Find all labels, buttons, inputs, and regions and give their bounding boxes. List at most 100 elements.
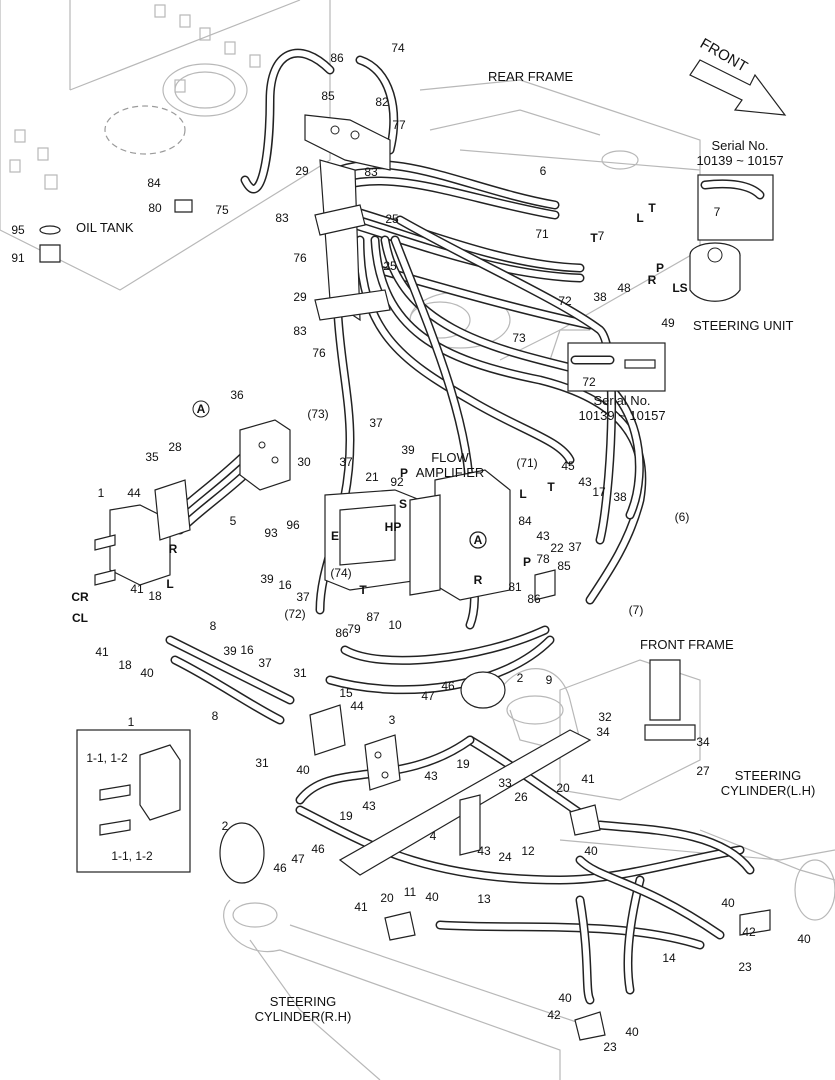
port-letter: R [169,542,178,556]
callout-number: 37 [369,416,383,430]
callout-number: 29 [293,290,307,304]
callout-number: 39 [260,572,274,586]
callout-number: 47 [291,852,305,866]
callout-number: 46 [273,861,287,875]
callout-number: 40 [140,666,154,680]
callout-number: 43 [477,844,491,858]
callout-number: (7) [629,603,644,617]
callout-number: 4 [430,829,437,843]
port-letter: L [636,211,643,225]
callout-number: 93 [264,526,278,540]
callout-number: 20 [556,781,570,795]
callout-number: 31 [255,756,269,770]
callout-number: 11 [404,885,417,899]
callout-number: 42 [742,925,756,939]
callout-number: 83 [275,211,289,225]
port-letter: LS [672,281,687,295]
callout-number: 20 [380,891,394,905]
callout-number: 79 [347,622,361,636]
callout-number: 48 [617,281,631,295]
port-letter: T [359,583,367,597]
callout-number: 34 [596,725,610,739]
callout-number: 80 [148,201,162,215]
callout-number: 2 [517,671,524,685]
callout-number: 16 [278,578,292,592]
port-letter: A [474,533,483,547]
port-letter: E [331,529,339,543]
callout-number: 75 [215,203,229,217]
callout-number: 77 [392,118,406,132]
callout-number: 84 [147,176,161,190]
port-letter: P [400,466,408,480]
callout-number: 40 [625,1025,639,1039]
port-letter: R [648,273,657,287]
callout-number: 37 [339,455,353,469]
callout-number: 17 [592,485,606,499]
callout-number: 23 [738,960,752,974]
port-letter: A [197,402,206,416]
callout-number: 3 [389,713,396,727]
callout-number: 6 [540,164,547,178]
label-rear-frame: REAR FRAME [488,69,574,84]
callout-number: 43 [578,475,592,489]
callout-number: 46 [311,842,325,856]
callout-number: 24 [498,850,512,864]
port-letter: T [648,201,656,215]
callout-number: 32 [598,710,612,724]
callout-number: 40 [721,896,735,910]
callout-number: 83 [293,324,307,338]
callout-number: 40 [558,991,572,1005]
callout-number: 38 [613,490,627,504]
callout-number: 45 [561,459,575,473]
port-letter: T [547,480,555,494]
callout-number: 12 [521,844,535,858]
callout-number: 2 [222,819,229,833]
callout-number: 31 [293,666,307,680]
callout-number: 28 [168,440,182,454]
callout-number: 87 [366,610,380,624]
callout-number: 40 [797,932,811,946]
port-letter: T [590,231,598,245]
callout-number: 30 [297,455,311,469]
callout-number: 19 [456,757,470,771]
port-a-circle [469,531,487,549]
callout-number: 7 [714,205,721,219]
callout-number: 9 [546,673,553,687]
callout-number: (71) [516,456,537,470]
port-letter: CR [71,590,89,604]
callout-number: 21 [365,470,379,484]
callout-number: 1-1, 1-2 [111,849,153,863]
callout-number: (74) [330,566,351,580]
callout-number: 85 [321,89,335,103]
callout-number: 42 [547,1008,561,1022]
label-serial-top: Serial No.10139 ~ 10157 [696,138,783,168]
callout-number: 35 [145,450,159,464]
callout-number: 7 [598,229,605,243]
callout-number: 86 [335,626,349,640]
callout-number: 10 [388,618,402,632]
callout-number: 76 [312,346,326,360]
port-letter: L [519,487,526,501]
callout-number: 95 [11,223,25,237]
callout-number: 40 [296,763,310,777]
callout-number: 85 [557,559,571,573]
callout-number: 84 [518,514,532,528]
callout-number: 41 [95,645,109,659]
callout-number: 19 [339,809,353,823]
port-letter: CL [72,611,88,625]
callout-number: 23 [603,1040,617,1054]
callout-number: 16 [240,643,254,657]
callout-number: 44 [127,486,141,500]
callout-number: 33 [498,776,512,790]
callout-number: 18 [148,589,162,603]
callout-number: 40 [425,890,439,904]
callout-number: (6) [675,510,690,524]
callout-number: 39 [401,443,415,457]
callout-number: 29 [295,164,309,178]
callout-number: 8 [212,709,219,723]
port-letter: P [656,261,664,275]
callout-number: 44 [350,699,364,713]
